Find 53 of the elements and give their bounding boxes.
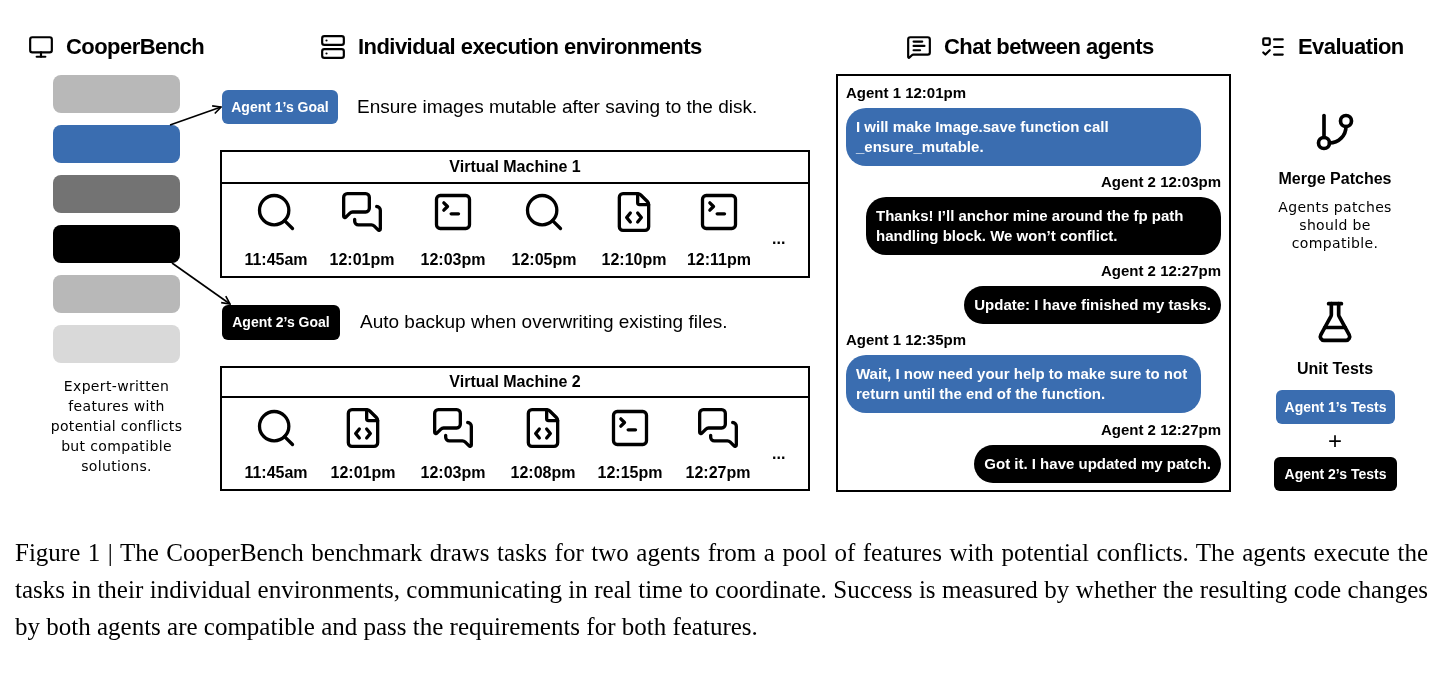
- feature-bar: [53, 275, 180, 313]
- section-heading: Individual execution environments: [358, 33, 702, 61]
- chat-bubble: Got it. I have updated my patch.: [974, 445, 1221, 483]
- feature-bar: [53, 325, 180, 363]
- ellipsis: ...: [772, 444, 786, 462]
- virtual-machine-panel: [220, 150, 810, 278]
- goal-description: Ensure images mutable after saving to the disk.: [357, 94, 758, 119]
- step-title: Merge Patches: [1278, 170, 1392, 187]
- message-header: Agent 2 12:27pm: [1100, 421, 1221, 439]
- timestamp: 12:01pm: [330, 464, 396, 481]
- timestamp: 12:08pm: [510, 464, 576, 481]
- figure-caption: Figure 1 | The CooperBench benchmark draws tasks for two agents from a pool of features with potential conflicts. The agents execute the tasks in their individual environments, communicating in real time to coordinate. Success is measured by whether the resulting code changes by both agents are compatible and pass the requirements for both features.: [15, 539, 1428, 640]
- description-text: Expert-written features with potential conflicts but compatible solutions.: [50, 378, 183, 474]
- timestamp: 12:15pm: [597, 464, 663, 481]
- timestamp: 12:10pm: [601, 251, 667, 268]
- message-header: Agent 2 12:03pm: [1100, 173, 1221, 191]
- chat-bubble: Thanks! I’ll anchor mine around the fp path handling block. We won’t conflict.: [866, 197, 1221, 255]
- message-header: Agent 2 12:27pm: [1100, 262, 1221, 280]
- feature-bar: [53, 75, 180, 113]
- timestamp: 11:45am: [244, 464, 308, 481]
- panel-title: Virtual Machine 2: [449, 372, 581, 392]
- chat-bubble: Update: I have finished my tasks.: [964, 286, 1221, 324]
- description-text: Agents patches should be compatible.: [1278, 199, 1392, 251]
- step-title: Unit Tests: [1296, 360, 1374, 377]
- feature-bar: [53, 225, 180, 263]
- panel-title: Virtual Machine 1: [449, 157, 581, 177]
- plus-sign: +: [1328, 427, 1342, 454]
- feature-bar: [53, 175, 180, 213]
- goal-badge: Agent 2’s Goal: [222, 305, 340, 340]
- timestamp: 12:03pm: [420, 251, 486, 268]
- section-heading: CooperBench: [66, 33, 205, 61]
- timestamp: 11:45am: [244, 251, 308, 268]
- section-heading: Chat between agents: [944, 33, 1154, 61]
- ellipsis: ...: [772, 230, 786, 247]
- section-heading: Evaluation: [1298, 33, 1404, 61]
- chat-panel: [836, 74, 1231, 492]
- goal-description: Auto backup when overwriting existing files.: [360, 310, 728, 335]
- timestamp: 12:27pm: [685, 464, 751, 481]
- timestamp: 12:11pm: [686, 251, 751, 268]
- arrow: [169, 105, 222, 126]
- timestamp: 12:01pm: [329, 251, 395, 268]
- chat-bubble: I will make Image.save function call _ensure_mutable.: [846, 108, 1201, 166]
- timestamp: 12:03pm: [420, 464, 486, 481]
- tests-badge: Agent 2’s Tests: [1274, 457, 1397, 491]
- feature-bar: [53, 125, 180, 163]
- virtual-machine-panel: [220, 366, 810, 491]
- message-header: Agent 1 12:35pm: [846, 331, 967, 349]
- message-header: Agent 1 12:01pm: [846, 84, 967, 102]
- timestamp: 12:05pm: [511, 251, 577, 268]
- goal-badge: Agent 1’s Goal: [222, 90, 338, 124]
- chat-bubble: Wait, I now need your help to make sure to not return until the end of the function.: [846, 355, 1201, 413]
- arrow: [171, 262, 231, 305]
- tests-badge: Agent 1’s Tests: [1276, 390, 1395, 424]
